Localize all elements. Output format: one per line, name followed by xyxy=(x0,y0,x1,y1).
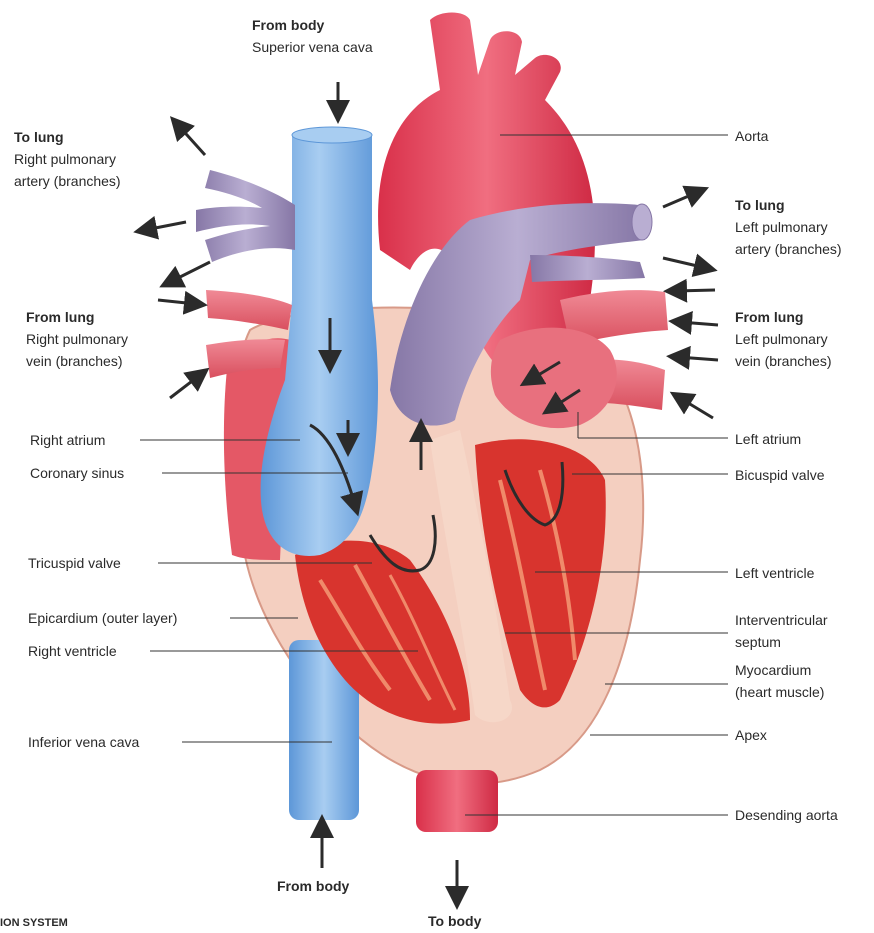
label-to-body: To body xyxy=(428,910,481,932)
label-interventricular-septum: Interventricular septum xyxy=(735,609,828,653)
label-right-pulmonary-artery: To lung Right pulmonary artery (branches… xyxy=(14,126,121,192)
label-left-atrium: Left atrium xyxy=(735,428,801,450)
right-pulmonary-vein-vessel xyxy=(206,290,292,330)
label-epicardium: Epicardium (outer layer) xyxy=(28,607,177,629)
label-top-from-body: From body xyxy=(252,14,373,36)
label-right-pulmonary-vein: From lung Right pulmonary vein (branches… xyxy=(26,306,128,372)
label-right-atrium: Right atrium xyxy=(30,429,105,451)
label-left-ventricle: Left ventricle xyxy=(735,562,814,584)
label-apex: Apex xyxy=(735,724,767,746)
label-left-pulmonary-artery: To lung Left pulmonary artery (branches) xyxy=(735,194,842,260)
label-bottom-from-body: From body xyxy=(277,875,349,897)
label-bicuspid-valve: Bicuspid valve xyxy=(735,464,825,486)
label-myocardium: Myocardium (heart muscle) xyxy=(735,659,824,703)
label-left-pulmonary-vein: From lung Left pulmonary vein (branches) xyxy=(735,306,832,372)
label-coronary-sinus: Coronary sinus xyxy=(30,462,124,484)
footer-fragment: ION SYSTEM xyxy=(0,916,68,930)
descending-aorta-vessel xyxy=(416,770,498,832)
label-descending-aorta: Desending aorta xyxy=(735,804,838,826)
right-pulmonary-artery-vessel xyxy=(196,170,295,262)
label-right-ventricle: Right ventricle xyxy=(28,640,117,662)
label-superior-vena-cava: From body Superior vena cava xyxy=(252,14,373,58)
label-aorta: Aorta xyxy=(735,125,768,147)
label-inferior-vena-cava: Inferior vena cava xyxy=(28,731,139,753)
label-tricuspid-valve: Tricuspid valve xyxy=(28,552,121,574)
